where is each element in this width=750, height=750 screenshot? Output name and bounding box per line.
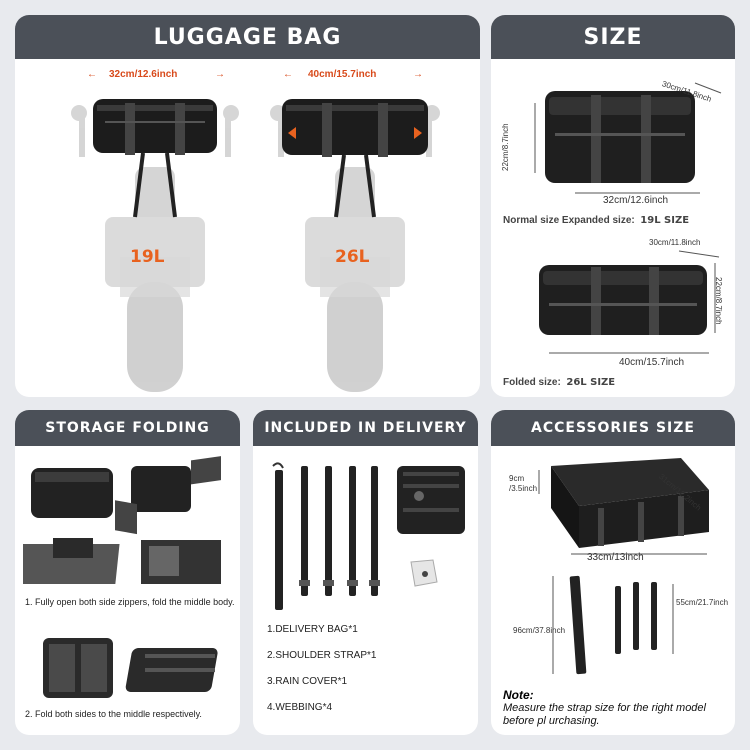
straps-image: [272, 462, 380, 610]
strap-short-label: 55cm/21.7inch: [676, 598, 729, 607]
accessories-size-title: ACCESSORIES SIZE: [491, 410, 735, 446]
normal-size-caption: Normal size Expanded size: 19L SIZE: [503, 215, 690, 226]
normal-size-value: 19L SIZE: [640, 215, 690, 226]
delivery-item-3: 3.RAIN COVER*1: [267, 676, 348, 687]
delivery-item-4: 4.WEBBING*4: [267, 702, 333, 713]
strap-long-label: 96cm/37.8inch: [513, 626, 566, 635]
rain-cover-image: [410, 559, 438, 587]
note-title: Note:: [503, 688, 534, 702]
accessory-bag-image: [538, 458, 709, 555]
accessory-height-label: 9cm /3.5inch: [509, 474, 538, 494]
folded-size-caption: Folded size: 26L SIZE: [503, 377, 616, 388]
folded-depth-label: 30cm/11.8inch: [649, 238, 701, 247]
bag-26l: [282, 99, 428, 218]
bag-folded-image: [539, 250, 720, 354]
delivery-item-2: 2.SHOULDER STRAP*1: [267, 650, 377, 661]
normal-height-label: 22cm/8.7inch: [501, 123, 510, 171]
accessories-size-panel: ACCESSORIES SIZE 9cm /3.5inch 31cm/12.2i…: [491, 410, 735, 735]
bag-19l-width-label: 32cm/12.6inch: [109, 69, 178, 80]
plate-26l: 26L: [335, 247, 370, 267]
luggage-bag-panel: LUGGAGE BAG ← 32cm/12.6inch → 19L: [15, 15, 480, 397]
bag-26l-width-label: 40cm/15.7inch: [308, 69, 377, 80]
folded-size-value: 26L SIZE: [566, 377, 616, 388]
motorcycle-19l-image: [71, 99, 239, 392]
storage-folding-panel: STORAGE FOLDING 1. Fully open both side …: [15, 410, 240, 735]
folded-width-label: 40cm/15.7inch: [619, 357, 685, 368]
accessory-width-label: 33cm/13inch: [587, 552, 644, 563]
plate-19l: 19L: [130, 247, 165, 267]
folding-step-2: 2. Fold both sides to the middle respect…: [25, 709, 202, 719]
size-title: SIZE: [491, 15, 735, 59]
bag-19l: [93, 99, 217, 218]
luggage-bag-title: LUGGAGE BAG: [15, 15, 480, 59]
storage-folding-title: STORAGE FOLDING: [15, 410, 240, 446]
included-in-delivery-title: INCLUDED IN DELIVERY: [253, 410, 478, 446]
folding-step-1: 1. Fully open both side zippers, fold th…: [25, 597, 235, 607]
folded-height-label: 22cm/8.7inch: [714, 277, 723, 325]
folding-steps-1-image: [23, 456, 221, 584]
included-in-delivery-panel: INCLUDED IN DELIVERY 1.DELIVERY BAG*1 2.…: [253, 410, 478, 735]
size-panel: SIZE 22cm/8.7inch 30cm/11.8inch 32cm/12.…: [491, 15, 735, 397]
normal-width-label: 32cm/12.6inch: [603, 195, 669, 206]
delivery-bag-image: [397, 466, 465, 534]
bag-normal-image: [534, 82, 722, 194]
delivery-item-1: 1.DELIVERY BAG*1: [267, 624, 358, 635]
motorcycle-26l-image: [270, 99, 440, 392]
accessory-straps-image: [552, 575, 674, 675]
note-body: Measure the strap size for the right mod…: [503, 702, 706, 727]
folding-steps-2-image: [43, 638, 218, 698]
